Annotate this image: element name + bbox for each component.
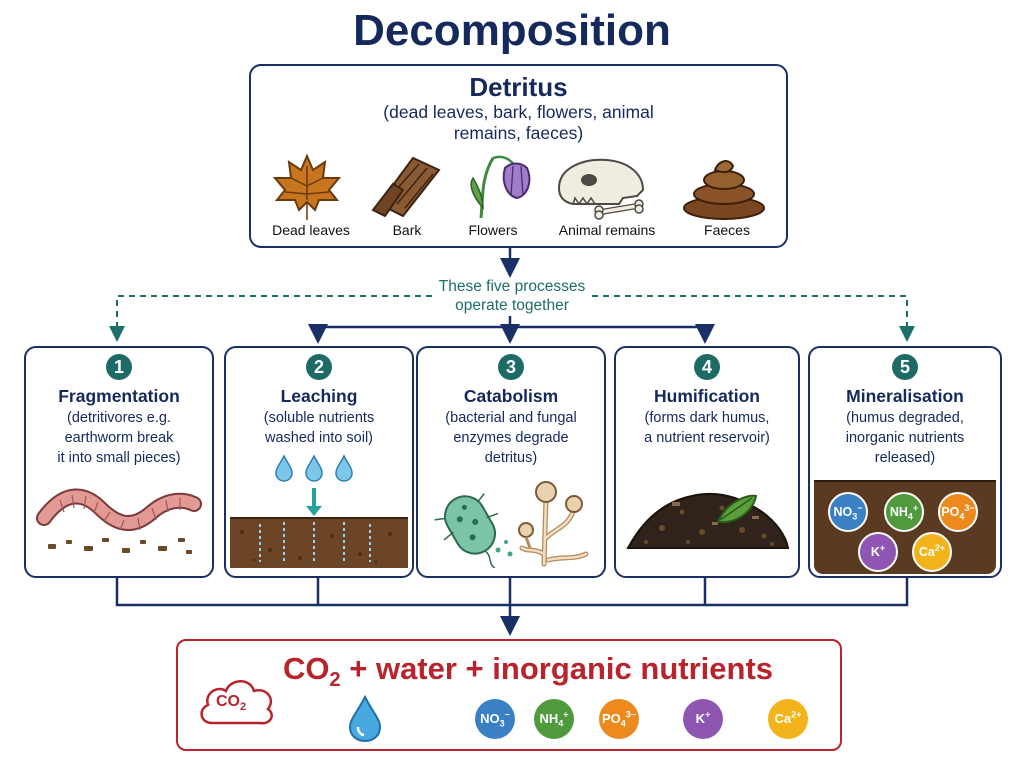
step-number-badge: 4 — [694, 354, 720, 380]
detritus-item-label: Faeces — [704, 222, 750, 238]
process-box-mineralisation: 5 Mineralisation (humus degraded, inorga… — [808, 346, 1002, 578]
step-number-badge: 2 — [306, 354, 332, 380]
process-title: Mineralisation — [846, 386, 964, 406]
description-line: a nutrient reservoir) — [644, 430, 770, 446]
detritus-item-label: Bark — [392, 222, 422, 238]
process-description: (humus degraded, inorganic nutrients rel… — [810, 408, 1000, 468]
step-number-badge: 5 — [892, 354, 918, 380]
description-line: enzymes degrade — [453, 430, 569, 446]
description-line: (bacterial and fungal — [445, 410, 577, 426]
detritus-subtitle: (dead leaves, bark, flowers, animal — [383, 102, 654, 122]
earthworm-icon — [36, 488, 202, 554]
step-number-badge: 3 — [498, 354, 524, 380]
nitrate-ion: NO3− — [828, 492, 868, 532]
step-number-badge: 1 — [106, 354, 132, 380]
calcium-ion: Ca2+ — [912, 532, 952, 572]
humus-icon — [626, 492, 790, 549]
bark-icon — [371, 156, 441, 218]
process-title: Leaching — [280, 386, 358, 406]
description-line: detritus) — [484, 450, 538, 466]
cloud-label: CO2 — [216, 693, 247, 714]
detritus-item-label: Dead leaves — [272, 222, 350, 238]
description-line: (forms dark humus, — [644, 410, 770, 426]
description-line: inorganic nutrients — [845, 430, 965, 446]
detritus-title: Detritus — [469, 72, 568, 102]
process-description: (forms dark humus, a nutrient reservoir) — [616, 408, 798, 448]
potassium-ion: K+ — [858, 532, 898, 572]
process-title: Humification — [654, 386, 760, 406]
process-description: (bacterial and fungal enzymes degrade de… — [418, 408, 604, 468]
process-box-leaching: 2 Leaching (soluble nutrients washed int… — [224, 346, 414, 578]
detritus-item-label: Animal remains — [558, 222, 656, 238]
page-title: Decomposition — [353, 6, 671, 55]
description-line: released) — [874, 450, 936, 466]
bacteria-fungi-icon — [434, 481, 589, 568]
process-box-fragmentation: 1 Fragmentation (detritivores e.g. earth… — [24, 346, 214, 578]
potassium-ion: K+ — [683, 699, 723, 739]
ammonium-ion: NH4+ — [884, 492, 924, 532]
process-caption: operate together — [455, 297, 569, 314]
process-description: (soluble nutrients washed into soil) — [226, 408, 412, 448]
process-description: (detritivores e.g. earthworm break it in… — [26, 408, 212, 468]
detritus-item-label: Flowers — [468, 222, 518, 238]
faeces-icon — [683, 160, 765, 220]
result-box: CO2 + water + inorganic nutrients CO2 NO… — [176, 639, 842, 751]
water-drop-icon — [348, 695, 382, 743]
process-caption: These five processes — [438, 278, 586, 295]
description-line: (soluble nutrients — [263, 410, 375, 426]
phosphate-ion: PO43− — [938, 492, 978, 532]
calcium-ion: Ca2+ — [768, 699, 808, 739]
process-box-humification: 4 Humification (forms dark humus, a nutr… — [614, 346, 800, 578]
leaf-icon — [272, 153, 342, 220]
process-title: Catabolism — [463, 386, 559, 406]
detritus-subtitle: remains, faeces) — [453, 123, 584, 143]
nitrate-ion: NO3− — [475, 699, 515, 739]
result-title: CO2 + water + inorganic nutrients — [283, 651, 774, 692]
cloud-icon — [200, 680, 273, 725]
description-line: washed into soil) — [265, 430, 373, 446]
description-line: it into small pieces) — [57, 450, 181, 466]
phosphate-ion: PO43− — [599, 699, 639, 739]
ammonium-ion: NH4+ — [534, 699, 574, 739]
soil-nutrients-icon: NO3− NH4+ PO43− K+ Ca2+ — [814, 480, 996, 574]
skull-icon — [557, 158, 645, 220]
process-title: Fragmentation — [58, 386, 180, 406]
water-drops-icon — [230, 454, 408, 568]
flower-icon — [470, 155, 531, 219]
process-box-catabolism: 3 Catabolism (bacterial and fungal enzym… — [416, 346, 606, 578]
description-line: earthworm break — [64, 430, 174, 446]
description-line: (detritivores e.g. — [67, 410, 171, 426]
description-line: (humus degraded, — [846, 410, 964, 426]
detritus-box: Detritus (dead leaves, bark, flowers, an… — [249, 64, 788, 248]
